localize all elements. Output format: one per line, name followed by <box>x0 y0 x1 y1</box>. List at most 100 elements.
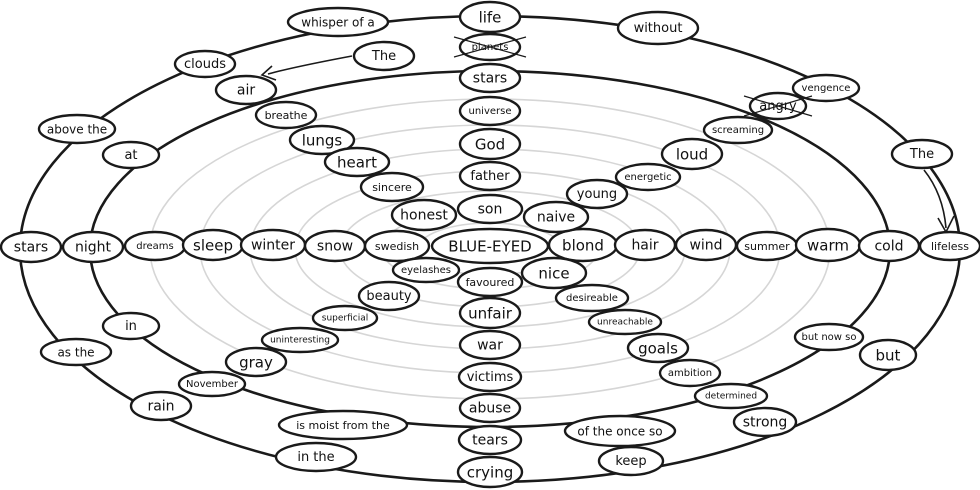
node-label: but <box>876 347 901 365</box>
node-bubble <box>430 227 550 265</box>
node-bubble <box>311 304 379 332</box>
node-dreams: dreams <box>123 230 187 262</box>
node-label: above the <box>47 123 107 137</box>
node-loud: loud <box>660 137 724 171</box>
node-stars-left: stars <box>0 230 63 264</box>
node-bubble <box>587 308 663 336</box>
node-label: favoured <box>466 276 515 289</box>
arrow-head-air <box>260 65 277 81</box>
node-beauty: beauty <box>357 280 421 312</box>
node-label: is moist from the <box>296 419 390 432</box>
node-label: beauty <box>366 289 412 304</box>
node-label: unfair <box>468 305 513 323</box>
node-in: in <box>101 311 161 341</box>
node-bubble <box>457 361 523 393</box>
node-at: at <box>101 140 161 170</box>
node-eyelashes: eyelashes <box>391 256 461 284</box>
node-bubble <box>224 346 288 378</box>
node-label: stars <box>473 71 507 87</box>
node-label: gray <box>239 354 273 372</box>
node-label: blond <box>562 237 604 255</box>
node-bubble <box>359 171 425 203</box>
node-bubble <box>658 358 722 388</box>
node-bubble <box>286 6 390 38</box>
node-label: God <box>475 136 505 154</box>
node-screaming: screaming <box>702 115 774 145</box>
node-bubble <box>732 406 798 438</box>
node-label: cold <box>874 239 903 255</box>
node-wind: wind <box>674 228 738 262</box>
node-warm: warm <box>794 227 862 263</box>
node-label: eyelashes <box>401 265 451 276</box>
node-label: energetic <box>624 172 671 183</box>
node-but: but <box>858 338 918 372</box>
node-lifeless: lifeless <box>918 230 980 262</box>
node-label: The <box>909 147 934 162</box>
node-superficial: superficial <box>311 304 379 332</box>
node-stars-top: stars <box>458 62 522 94</box>
node-label: dreams <box>136 241 173 252</box>
node-energetic: energetic <box>614 162 682 192</box>
node-label: snow <box>317 239 353 255</box>
node-bubble <box>458 296 522 330</box>
node-winter: winter <box>239 228 307 262</box>
node-bubble <box>254 100 318 130</box>
node-label: war <box>477 338 503 354</box>
node-uninteresting: uninteresting <box>260 326 340 354</box>
node-label: father <box>470 169 510 184</box>
node-the-left: The <box>352 40 416 72</box>
node-determined: determined <box>693 382 769 410</box>
node-night: night <box>61 230 125 264</box>
node-bubble <box>890 138 954 170</box>
node-snow: snow <box>303 229 367 263</box>
node-bubble <box>277 409 409 441</box>
node-life: life <box>458 0 522 34</box>
node-label: swedish <box>375 240 419 253</box>
node-bubble <box>522 200 590 234</box>
node-naive: naive <box>522 200 590 234</box>
node-god: God <box>458 127 522 161</box>
node-bubble <box>702 115 774 145</box>
node-bubble <box>457 424 523 456</box>
node-bubble <box>458 160 522 192</box>
node-bubble <box>0 230 63 264</box>
node-bubble <box>918 230 980 262</box>
node-bubble <box>458 62 522 94</box>
node-swedish: swedish <box>363 229 431 263</box>
node-label: whisper of a <box>301 16 375 30</box>
node-bubble <box>357 280 421 312</box>
node-label: air <box>237 83 255 99</box>
node-above-the: above the <box>37 113 117 145</box>
node-tears: tears <box>457 424 523 456</box>
node-label: naive <box>537 210 575 226</box>
node-label: BLUE-EYED <box>448 238 531 256</box>
node-bubble <box>363 229 431 263</box>
node-label: loud <box>676 146 708 164</box>
node-of-the-once-so: of the once so <box>563 414 677 448</box>
node-bubble <box>456 266 524 298</box>
node-bubble <box>458 392 522 424</box>
node-label: warm <box>807 237 849 255</box>
node-label: vengence <box>802 83 851 94</box>
node-label: keep <box>615 454 646 469</box>
node-blond: blond <box>547 227 619 263</box>
node-label: winter <box>251 238 295 254</box>
node-label: life <box>479 9 502 27</box>
node-label: November <box>186 379 239 390</box>
node-bubble <box>260 326 340 354</box>
node-label: nice <box>538 265 569 283</box>
node-bubble <box>274 441 358 473</box>
node-keep: keep <box>597 445 665 477</box>
node-bubble <box>791 73 861 103</box>
node-label: uninteresting <box>270 336 330 346</box>
node-label: abuse <box>469 401 511 417</box>
node-unfair: unfair <box>458 296 522 330</box>
node-bubble <box>616 10 700 46</box>
node-unreachable: unreachable <box>587 308 663 336</box>
node-label: without <box>634 21 683 36</box>
node-bubble <box>173 49 237 79</box>
node-young: young <box>565 178 629 210</box>
node-bubble <box>563 414 677 448</box>
node-hair: hair <box>613 228 677 262</box>
node-bubble <box>458 95 522 127</box>
